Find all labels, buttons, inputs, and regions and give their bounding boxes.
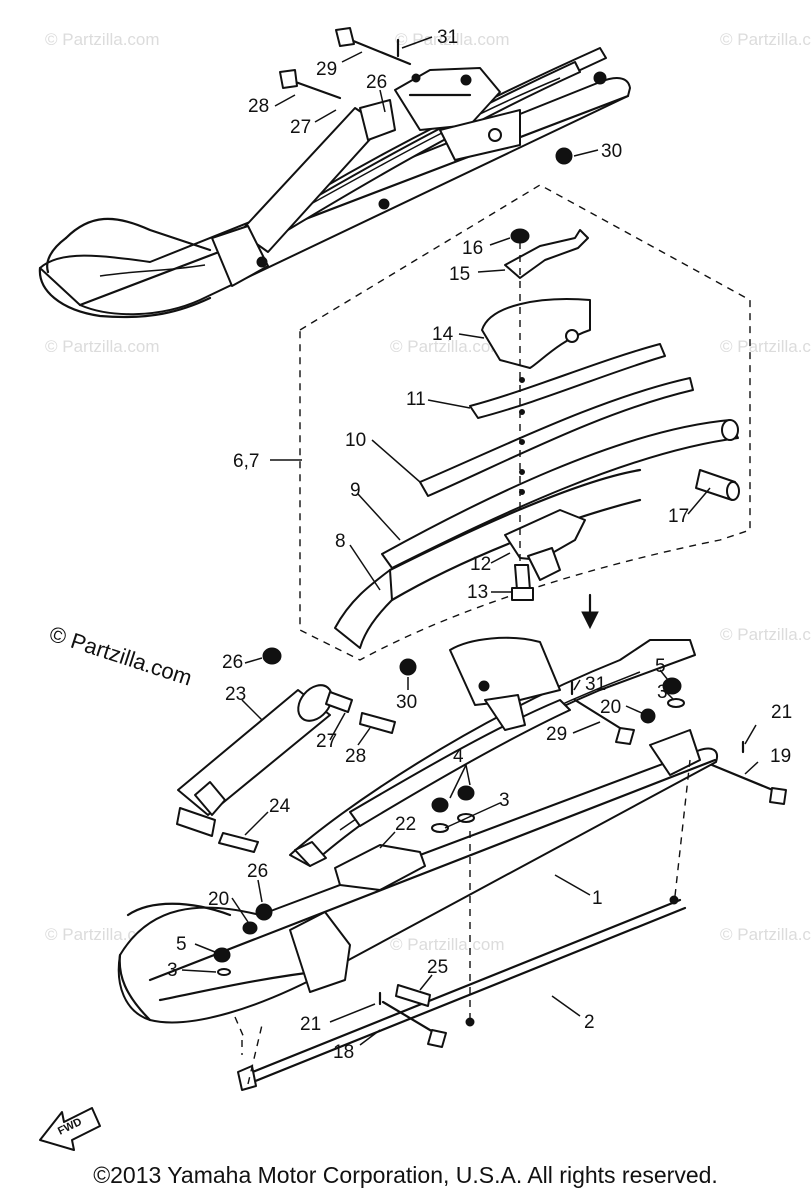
part-label-13: 13 bbox=[467, 582, 488, 603]
watermark-text: © Partzilla.com bbox=[720, 625, 811, 644]
part-label-21: 21 bbox=[771, 702, 792, 723]
part-label-25: 25 bbox=[427, 957, 448, 978]
part-label-8: 8 bbox=[335, 531, 346, 552]
part-label-27: 27 bbox=[316, 731, 337, 752]
part-label-14: 14 bbox=[432, 324, 454, 345]
part-label-6-7: 6,7 bbox=[233, 451, 259, 472]
watermark-text: © Partzilla.com bbox=[45, 337, 160, 356]
parts-diagram: © Partzilla.com © Partzilla.com © Partzi… bbox=[38, 27, 811, 1151]
watermark-text: © Partzilla.com bbox=[720, 337, 811, 356]
part-label-20: 20 bbox=[600, 697, 621, 718]
watermark-text: © Partzilla.com bbox=[395, 30, 510, 49]
watermark-text: © Partzilla.com bbox=[390, 935, 505, 954]
part-label-18: 18 bbox=[333, 1042, 354, 1063]
part-label-1: 1 bbox=[592, 888, 603, 909]
copyright-notice: ©2013 Yamaha Motor Corporation, U.S.A. A… bbox=[93, 1162, 718, 1188]
part-label-11: 11 bbox=[406, 389, 426, 410]
part-label-24: 24 bbox=[269, 796, 291, 817]
part-label-5: 5 bbox=[655, 656, 666, 677]
watermark-main: © Partzilla.com bbox=[46, 621, 195, 691]
part-label-2: 2 bbox=[584, 1012, 595, 1033]
part-label-28: 28 bbox=[248, 96, 269, 117]
part-label-4: 4 bbox=[453, 746, 464, 767]
part-label-16: 16 bbox=[462, 238, 483, 259]
part-label-30: 30 bbox=[601, 141, 622, 162]
leader-lines bbox=[181, 36, 759, 1046]
part-label-29: 29 bbox=[546, 724, 567, 745]
watermark-text: © Partzilla.com bbox=[45, 30, 160, 49]
part-label-26: 26 bbox=[222, 652, 243, 673]
part-label-29: 29 bbox=[316, 59, 337, 80]
part-label-26: 26 bbox=[247, 861, 268, 882]
part-label-9: 9 bbox=[350, 480, 361, 501]
part-label-3: 3 bbox=[167, 960, 178, 981]
part-label-15: 15 bbox=[449, 264, 470, 285]
part-label-22: 22 bbox=[395, 814, 416, 835]
part-label-23: 23 bbox=[225, 684, 246, 705]
part-label-17: 17 bbox=[668, 506, 689, 527]
watermark-text: © Partzilla.com bbox=[390, 337, 505, 356]
exploded-leaf-spring bbox=[299, 184, 751, 661]
part-number-labels: 31 29 26 28 27 30 16 15 14 11 10 6,7 9 1… bbox=[167, 27, 792, 1063]
part-label-3: 3 bbox=[499, 790, 510, 811]
part-label-19: 19 bbox=[770, 746, 791, 767]
top-ski-assembly bbox=[38, 27, 631, 319]
part-label-10: 10 bbox=[345, 430, 366, 451]
part-label-30: 30 bbox=[396, 692, 417, 713]
fwd-arrow-icon: FWD bbox=[39, 1107, 101, 1151]
part-label-31: 31 bbox=[585, 674, 606, 695]
watermark-text: © Partzilla.com bbox=[720, 30, 811, 49]
lower-ski-assembly bbox=[117, 636, 787, 1091]
part-label-31: 31 bbox=[437, 27, 458, 48]
part-label-20: 20 bbox=[208, 889, 229, 910]
part-label-28: 28 bbox=[345, 746, 366, 767]
part-label-5: 5 bbox=[176, 934, 187, 955]
part-label-21: 21 bbox=[300, 1014, 321, 1035]
part-label-12: 12 bbox=[470, 554, 491, 575]
part-label-3: 3 bbox=[657, 682, 668, 703]
part-label-26: 26 bbox=[366, 72, 387, 93]
watermark-text: © Partzilla.com bbox=[720, 925, 811, 944]
part-label-27: 27 bbox=[290, 117, 311, 138]
